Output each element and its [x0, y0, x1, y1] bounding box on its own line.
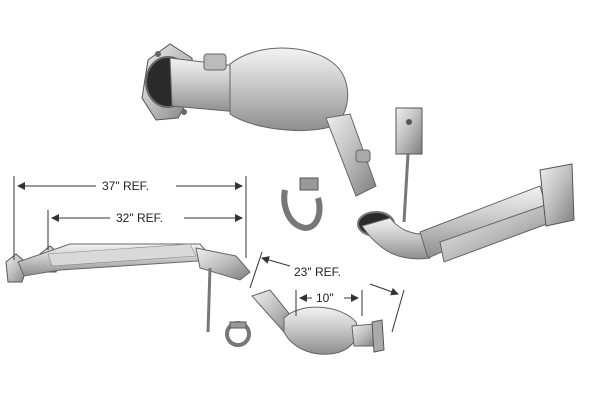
small-clamp: [225, 321, 251, 347]
upper-outlet-pipe: [325, 113, 377, 197]
dimension-lines: [13, 176, 405, 333]
lower-converter-assembly: [251, 289, 385, 355]
upper-converter-body: [229, 47, 349, 131]
band-clamp: [281, 177, 323, 232]
upper-converter-assembly: [141, 43, 377, 197]
y-pipe-assembly: [357, 163, 575, 263]
dim-label-37: 37" REF.: [102, 179, 149, 193]
lower-converter-body: [283, 306, 358, 355]
dim-label-32: 32" REF.: [116, 211, 163, 225]
lower-y-pipe: [5, 243, 251, 333]
hanger-bracket: [395, 107, 423, 223]
dim-label-10: 10": [316, 291, 334, 305]
dim-label-23: 23" REF.: [294, 265, 341, 279]
